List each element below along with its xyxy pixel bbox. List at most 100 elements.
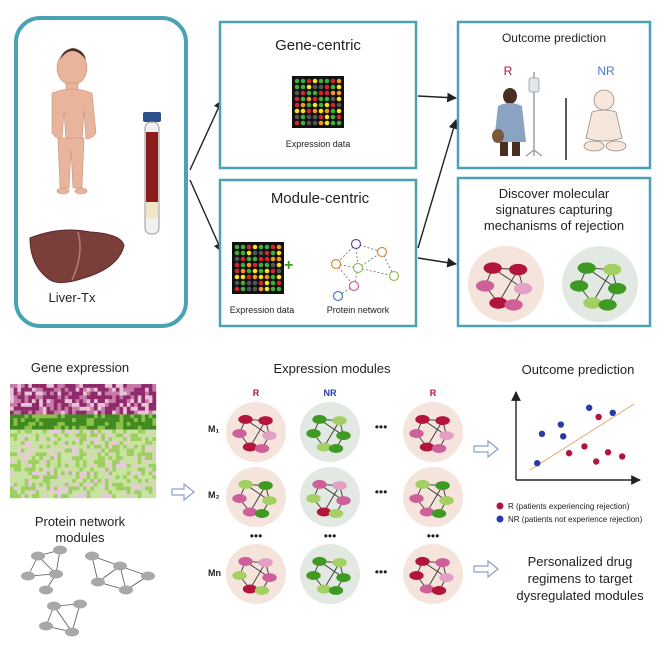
legend-r-dot (496, 502, 504, 510)
plus-icon: + (284, 257, 293, 274)
heatmap-cell (126, 406, 131, 411)
module-node (328, 444, 344, 453)
heatmap-cell (141, 418, 146, 423)
heatmap-cell (53, 433, 58, 438)
scatter-point-nr (560, 433, 567, 440)
module-node (483, 262, 502, 274)
heatmap-cell (20, 467, 25, 472)
heatmap-cell (123, 391, 127, 396)
heatmap-cell (46, 425, 51, 430)
heatmap-cell (61, 486, 65, 491)
heatmap-cell (141, 384, 146, 388)
heatmap-cell (17, 391, 22, 396)
heatmap-cell (28, 433, 33, 438)
blood-tube-icon (143, 112, 161, 235)
heatmap-cell (104, 494, 109, 499)
heatmap-cell (312, 96, 318, 102)
heatmap-cell (72, 463, 76, 468)
heatmap-cell (57, 444, 62, 449)
module-node (415, 414, 430, 424)
heatmap-cell (90, 475, 95, 480)
heatmap-cell (24, 387, 29, 392)
heatmap-cell (101, 471, 106, 476)
heatmap-cell (130, 463, 135, 468)
heatmap-cell (57, 471, 62, 476)
heatmap-cell (57, 486, 62, 491)
heatmap-cell (93, 494, 98, 499)
heatmap-cell (104, 467, 109, 472)
scatter-plot (511, 391, 641, 485)
heatmap-cell (72, 444, 76, 449)
heatmap-cell (35, 403, 40, 407)
module-node (316, 507, 332, 517)
heatmap-cell (93, 414, 98, 419)
heatmap-cell (53, 399, 58, 404)
heatmap-cell (53, 414, 58, 419)
heatmap-cell (145, 437, 149, 442)
heatmap-cell (134, 387, 138, 392)
network-node (85, 551, 99, 561)
heatmap-cell (24, 391, 29, 396)
heatmap-cell (90, 399, 95, 404)
heatmap-cell (20, 429, 25, 434)
heatmap-cell (31, 494, 36, 499)
heatmap-cell (115, 482, 120, 487)
heatmap-cell (50, 410, 54, 415)
heatmap-cell (141, 437, 146, 442)
heatmap-cell (123, 425, 127, 430)
heatmap-cell (104, 433, 109, 438)
heatmap-cell (126, 429, 131, 434)
heatmap-cell (68, 467, 73, 472)
heatmap-cell (28, 456, 33, 461)
heatmap-cell (306, 78, 312, 84)
heatmap-cell (72, 441, 76, 445)
heatmap-cell (324, 78, 330, 84)
heatmap-cell (152, 422, 157, 426)
legend-r-text: R (patients experiencing rejection) (508, 502, 630, 511)
heatmap-cell (240, 256, 246, 262)
heatmap-cell (152, 490, 157, 495)
heatmap-cell (75, 490, 80, 495)
heatmap-cell (20, 486, 25, 491)
module-node (254, 444, 270, 453)
heatmap-cell (112, 471, 117, 476)
heatmap-cell (137, 433, 142, 438)
heatmap-cell (336, 90, 342, 96)
heatmap-cell (17, 384, 22, 388)
heatmap-cell (53, 475, 58, 480)
heatmap-cell (93, 406, 98, 411)
heatmap-cell (83, 418, 87, 423)
heatmap-cell (83, 471, 87, 476)
heatmap-cell (258, 280, 264, 286)
heatmap-cell (148, 456, 153, 461)
heatmap-cell (39, 425, 44, 430)
heatmap-cell (61, 410, 65, 415)
heatmap-cell (42, 490, 47, 495)
heatmap-cell (126, 391, 131, 396)
heatmap-cell (148, 391, 153, 396)
expression-module (403, 467, 463, 527)
heatmap-cell (126, 475, 131, 480)
heatmap-cell (28, 410, 33, 415)
liver-icon (29, 229, 125, 284)
heatmap-cell (101, 494, 106, 499)
heatmap-cell (97, 391, 102, 396)
heatmap-cell (79, 490, 84, 495)
heatmap-cell (145, 387, 149, 392)
heatmap-cell (83, 433, 87, 438)
heatmap-cell (97, 429, 102, 434)
heatmap-cell (24, 410, 29, 415)
heatmap-cell (141, 444, 146, 449)
heatmap-cell (336, 78, 342, 84)
heatmap-cell (42, 425, 47, 430)
heatmap-cell (152, 399, 157, 404)
heatmap-cell (86, 399, 91, 404)
heatmap-cell (108, 479, 113, 483)
heatmap-cell (68, 486, 73, 491)
heatmap-cell (312, 102, 318, 108)
heatmap-cell (64, 429, 69, 434)
heatmap-cell (50, 418, 54, 423)
heatmap-cell (31, 406, 36, 411)
heatmap-cell (57, 399, 62, 404)
heatmap-cell (24, 479, 29, 483)
